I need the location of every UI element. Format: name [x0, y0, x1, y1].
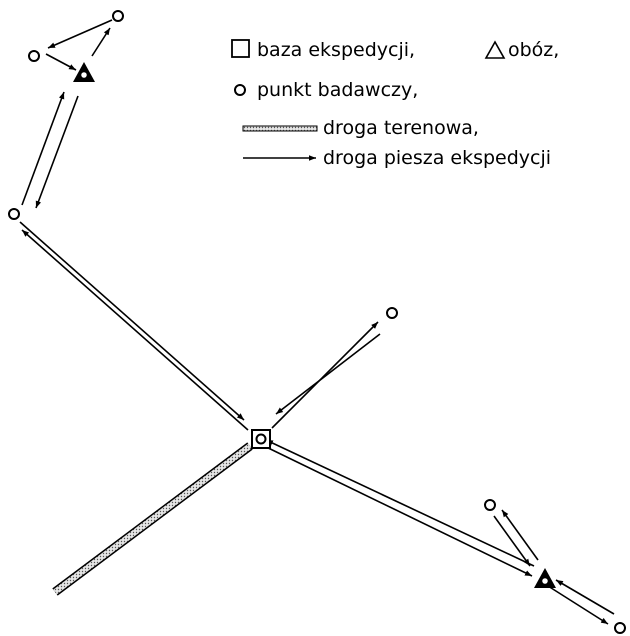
- legend-road-icon: [242, 125, 318, 132]
- legend-camp-icon: [484, 40, 506, 59]
- legend-point-icon: [234, 84, 246, 96]
- route-arrow: [501, 509, 539, 561]
- legend-camp-label: obóz,: [508, 39, 559, 61]
- off-road-track: [52, 442, 253, 596]
- route-arrow: [21, 91, 65, 206]
- expedition-base: [251, 429, 271, 449]
- route-arrow: [259, 443, 533, 577]
- route-arrow: [35, 95, 79, 209]
- camp-upper: [73, 62, 95, 82]
- route-arrow: [265, 439, 535, 567]
- route-arrow: [271, 321, 379, 429]
- research-point-icon: [614, 622, 626, 634]
- research-point-icon: [112, 10, 124, 22]
- route-arrow: [21, 229, 249, 431]
- route-arrow: [45, 53, 77, 71]
- research-point-icon: [484, 499, 496, 511]
- route-arrow: [91, 27, 111, 57]
- research-point-icon: [386, 307, 398, 319]
- legend-path-label: droga piesza ekspedycji: [323, 147, 551, 169]
- research-points: [8, 10, 626, 634]
- legend-point-label: punkt badawczy,: [257, 79, 418, 101]
- route-arrow: [555, 579, 615, 615]
- legend: baza ekspedycji, obóz, punkt badawczy, d…: [231, 39, 559, 169]
- route-arrow: [547, 585, 609, 625]
- legend-base-icon: [231, 39, 250, 58]
- route-arrow: [275, 333, 381, 415]
- research-point-icon: [28, 50, 40, 62]
- camp-lower: [534, 568, 556, 588]
- research-point-icon: [8, 208, 20, 220]
- route-arrow: [19, 221, 245, 421]
- walking-routes: [19, 19, 615, 625]
- route-arrow: [493, 515, 531, 567]
- legend-road-label: droga terenowa,: [323, 117, 479, 139]
- legend-base-label: baza ekspedycji,: [257, 39, 415, 61]
- route-arrow: [47, 19, 113, 49]
